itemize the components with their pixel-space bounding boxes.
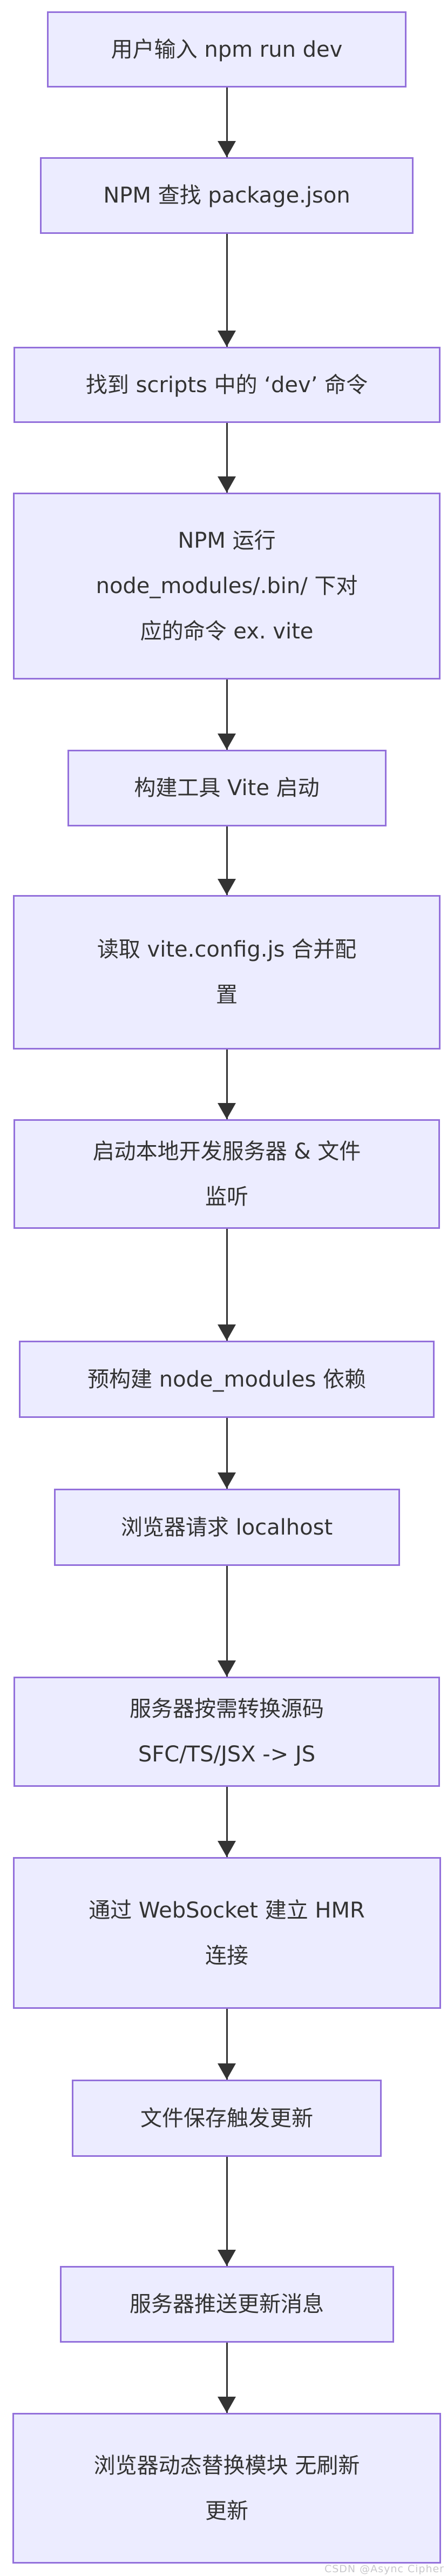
flow-node-label: 浏览器请求 localhost (120, 1515, 333, 1540)
arrow-line (226, 826, 228, 895)
arrow-head-icon (218, 1660, 236, 1677)
arrow-head-icon (218, 734, 236, 750)
arrow-head-icon (218, 2397, 236, 2413)
flow-node-n12: 文件保存触发更新 (72, 2080, 382, 2157)
arrow-head-icon (218, 879, 236, 895)
flow-edge-4 (216, 680, 238, 750)
flow-node-n13: 服务器推送更新消息 (59, 2266, 394, 2343)
arrow-head-icon (218, 141, 236, 157)
flow-node-label: 预构建 node_modules 依赖 (87, 1367, 366, 1392)
arrow-line (226, 2157, 228, 2266)
flow-edge-11 (216, 2009, 238, 2080)
flow-edge-5 (216, 826, 238, 895)
arrow-line (226, 1787, 228, 1857)
flow-node-label: 构建工具 Vite 启动 (134, 776, 320, 801)
arrow-head-icon (218, 2063, 236, 2080)
arrow-line (226, 1229, 228, 1341)
flow-edge-1 (216, 88, 238, 157)
arrow-head-icon (218, 1472, 236, 1489)
arrow-line (226, 423, 228, 493)
flow-node-n11: 通过 WebSocket 建立 HMR 连接 (12, 1857, 441, 2009)
flow-node-label: 文件保存触发更新 (140, 2106, 313, 2131)
arrow-line (226, 2009, 228, 2080)
arrow-line (226, 1566, 228, 1677)
flow-node-n5: 构建工具 Vite 启动 (67, 750, 387, 826)
flow-node-label: 启动本地开发服务器 & 文件 监听 (92, 1139, 361, 1209)
flow-node-label: NPM 运行 node_modules/.bin/ 下对 应的命令 ex. vi… (96, 528, 358, 644)
flow-node-n8: 预构建 node_modules 依赖 (19, 1341, 435, 1418)
flow-node-n2: NPM 查找 package.json (40, 157, 414, 234)
arrow-head-icon (218, 1324, 236, 1341)
flow-node-label: NPM 查找 package.json (103, 183, 350, 208)
flow-edge-13 (216, 2343, 238, 2413)
flow-node-n4: NPM 运行 node_modules/.bin/ 下对 应的命令 ex. vi… (13, 493, 441, 680)
arrow-head-icon (218, 1841, 236, 1857)
flow-edge-2 (216, 234, 238, 347)
flow-node-label: 服务器按需转换源码 SFC/TS/JSX -> JS (130, 1697, 324, 1767)
flow-edge-8 (216, 1418, 238, 1489)
flow-node-n3: 找到 scripts 中的 ‘dev’ 命令 (13, 347, 441, 423)
arrow-head-icon (218, 1103, 236, 1119)
flow-node-label: 读取 vite.config.js 合并配 置 (97, 937, 357, 1007)
flow-node-label: 找到 scripts 中的 ‘dev’ 命令 (85, 372, 368, 398)
arrow-line (226, 234, 228, 347)
flow-node-n9: 浏览器请求 localhost (53, 1489, 400, 1566)
flow-node-label: 服务器推送更新消息 (130, 2292, 324, 2317)
flow-node-label: 浏览器动态替换模块 无刷新 更新 (93, 2453, 360, 2524)
flow-edge-6 (216, 1050, 238, 1119)
flow-node-n10: 服务器按需转换源码 SFC/TS/JSX -> JS (13, 1677, 440, 1787)
flow-node-label: 用户输入 npm run dev (111, 37, 343, 62)
arrow-head-icon (218, 476, 236, 493)
flow-node-n6: 读取 vite.config.js 合并配 置 (13, 895, 441, 1050)
flow-node-n1: 用户输入 npm run dev (47, 11, 407, 88)
arrow-head-icon (218, 331, 236, 347)
flow-node-label: 通过 WebSocket 建立 HMR 连接 (89, 1898, 365, 1968)
arrow-line (226, 88, 228, 157)
flow-node-n14: 浏览器动态替换模块 无刷新 更新 (12, 2413, 441, 2564)
arrow-head-icon (218, 2250, 236, 2266)
arrow-line (226, 680, 228, 750)
flow-edge-12 (216, 2157, 238, 2266)
flow-edge-9 (216, 1566, 238, 1677)
flow-node-n7: 启动本地开发服务器 & 文件 监听 (13, 1119, 440, 1229)
flow-edge-10 (216, 1787, 238, 1857)
arrow-line (226, 2343, 228, 2413)
flow-edge-7 (216, 1229, 238, 1341)
arrow-line (226, 1418, 228, 1489)
flow-edge-3 (216, 423, 238, 493)
watermark: CSDN @Async Cipher (324, 2563, 444, 2575)
arrow-line (226, 1050, 228, 1119)
